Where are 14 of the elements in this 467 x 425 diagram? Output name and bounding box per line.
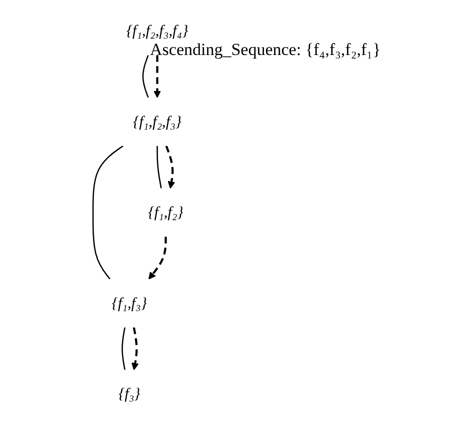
connector <box>156 146 162 188</box>
node-text: {f₁,f₂} <box>148 204 184 221</box>
sequence-note: Ascending_Sequence: {f₄,f₃,f₂,f₁} <box>150 40 381 60</box>
node-text: {f₃} <box>118 385 140 402</box>
connector <box>122 327 126 370</box>
connector <box>142 54 149 98</box>
arrow <box>131 327 139 370</box>
arrow <box>154 55 161 98</box>
node-text: {f₁,f₂,f₃} <box>132 112 182 130</box>
arrow <box>165 146 176 189</box>
arrow <box>148 236 167 280</box>
node-text: {f₁,f₂,f₃,f₄} <box>126 22 188 40</box>
node-text: {f₁,f₃} <box>112 294 147 312</box>
connector <box>92 145 124 280</box>
